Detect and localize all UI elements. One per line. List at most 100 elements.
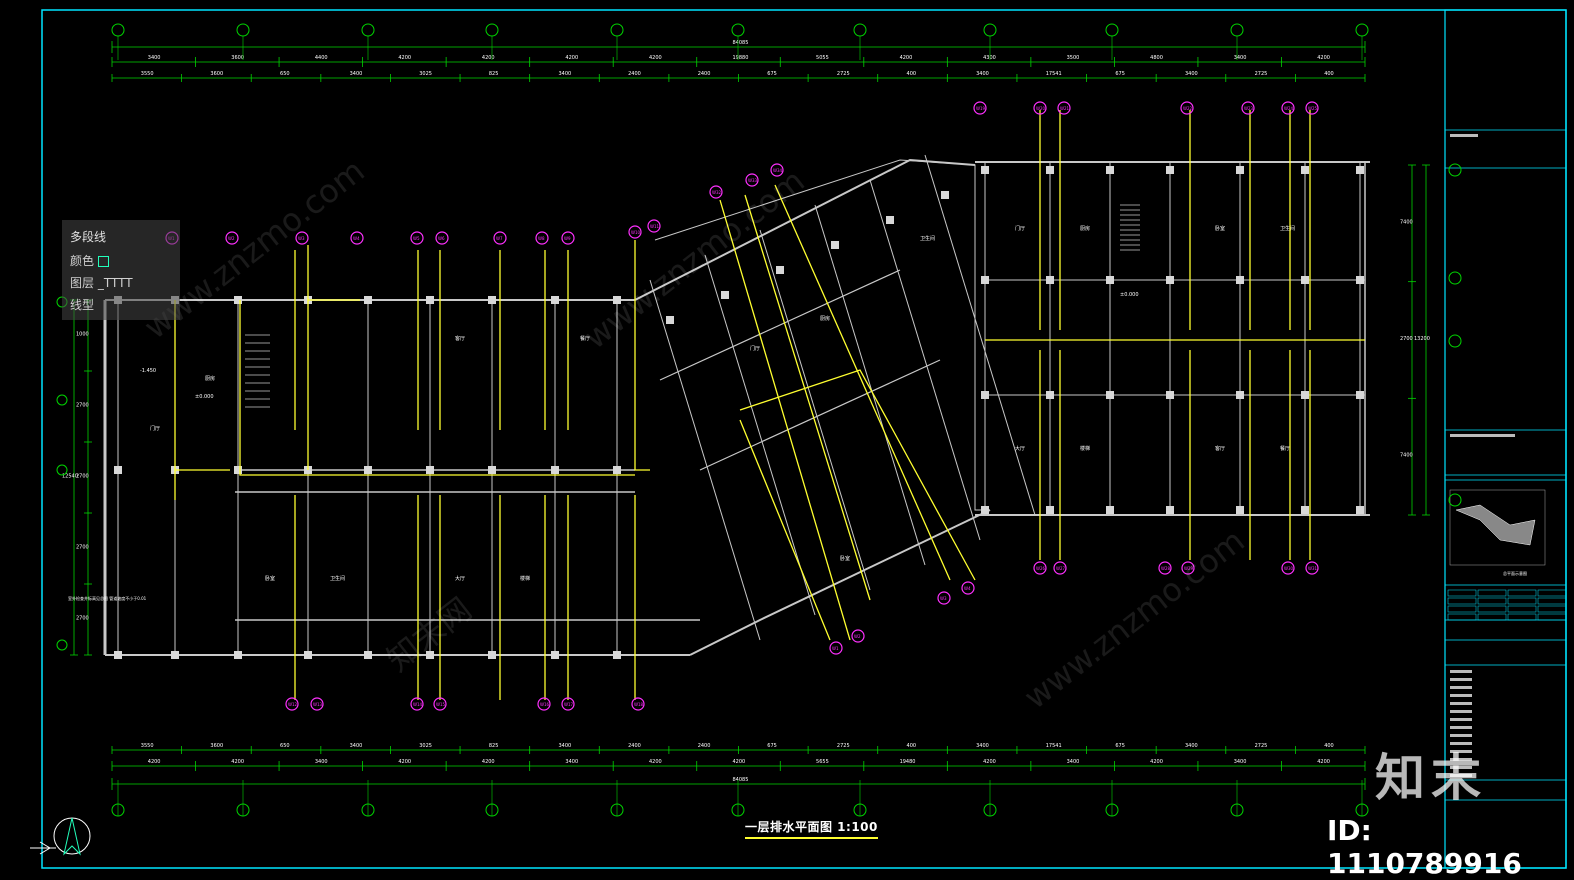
title-block-text: [1450, 718, 1472, 721]
label: 7400: [1400, 219, 1413, 225]
label: W27: [1056, 566, 1066, 571]
column: [1301, 276, 1309, 284]
wall: [759, 229, 871, 591]
wall: [814, 204, 926, 566]
label: 2725: [837, 71, 850, 77]
wall: [704, 254, 816, 616]
label: 400: [907, 743, 917, 749]
label: 3400: [976, 743, 989, 749]
label: W23: [1244, 106, 1254, 111]
label: 门厅: [150, 425, 160, 432]
column: [1356, 276, 1364, 284]
label: 4200: [649, 55, 662, 61]
label: W15: [436, 702, 446, 707]
wall: [869, 179, 981, 541]
label: 3400: [1185, 71, 1198, 77]
label: W29: [1184, 566, 1194, 571]
label: 3600: [231, 55, 244, 61]
label: 3400: [315, 759, 328, 765]
column: [1236, 391, 1244, 399]
pipe: [239, 300, 635, 476]
axis-bubble: [610, 23, 624, 37]
column: [364, 466, 372, 474]
label: W12: [288, 702, 298, 707]
label: 厨房: [205, 375, 215, 382]
label: 餐厅: [580, 335, 590, 342]
label: 13200: [1414, 336, 1430, 342]
label: 3025: [419, 743, 432, 749]
column: [488, 296, 496, 304]
label: 2700: [76, 474, 89, 480]
column: [666, 316, 674, 324]
label: 客厅: [455, 335, 465, 342]
pipe-bubble: [709, 185, 723, 199]
pipe: [739, 369, 976, 581]
label: 2725: [1255, 71, 1268, 77]
column: [613, 651, 621, 659]
pipe-bubble: [493, 231, 507, 245]
label: W21: [1060, 106, 1070, 111]
pipe-bubble: [647, 219, 661, 233]
column: [613, 296, 621, 304]
keyplan-icon: [1455, 504, 1536, 546]
title-block-text: [1450, 670, 1472, 673]
color-label: 颜色: [70, 254, 95, 268]
label: 4200: [231, 759, 244, 765]
pipe-bubble: [535, 231, 549, 245]
column: [234, 466, 242, 474]
axis-bubble: [236, 23, 250, 37]
label: W4: [353, 236, 360, 241]
label: 675: [767, 71, 777, 77]
column: [1046, 391, 1054, 399]
pipe-bubble: [1053, 561, 1067, 575]
label: W8: [538, 236, 545, 241]
label: 餐厅: [1280, 445, 1290, 452]
label: 厨房: [820, 315, 830, 322]
label: 19480: [900, 759, 916, 765]
label: W6: [438, 236, 445, 241]
label: 650: [280, 71, 290, 77]
pipe-bubble: [537, 697, 551, 711]
label: 3500: [1067, 55, 1080, 61]
label: 1000: [76, 332, 89, 338]
properties-tooltip: 多段线 颜色 图层 _TTTT 线型: [62, 220, 180, 320]
title-block-text: [1450, 734, 1472, 737]
label: 卧室: [840, 555, 850, 562]
label: 5055: [816, 55, 829, 61]
title-block-cell: [1447, 613, 1477, 621]
label: W31: [1308, 566, 1318, 571]
pipe-bubble: [829, 641, 843, 655]
label: W30: [1284, 566, 1294, 571]
pipe-bubble: [561, 697, 575, 711]
label: 4200: [649, 759, 662, 765]
axis-bubble: [731, 23, 745, 37]
outer-frame: [41, 9, 1567, 869]
pipe-bubble: [410, 697, 424, 711]
label: ±0.000: [1120, 292, 1139, 298]
title-block-cell: [1447, 597, 1477, 605]
column: [831, 241, 839, 249]
label: 675: [767, 743, 777, 749]
label: W34: [773, 168, 783, 173]
label: W4: [964, 586, 971, 591]
title-block-text: [1450, 742, 1472, 745]
column: [1046, 166, 1054, 174]
title-block-text: [1450, 726, 1472, 729]
wall: [649, 279, 761, 641]
title-block-text: [1450, 686, 1472, 689]
pipe-bubble: [225, 231, 239, 245]
pipe-bubble: [1281, 101, 1295, 115]
label: W2: [228, 236, 235, 241]
label: W7: [496, 236, 503, 241]
pipe-bubble: [937, 591, 951, 605]
label: 2700: [76, 545, 89, 551]
axis-bubble: [56, 394, 68, 406]
title-block-text: [1450, 134, 1478, 137]
label: 7400: [1400, 453, 1413, 459]
pipe-bubble: [1241, 101, 1255, 115]
title-block-text: [1450, 750, 1472, 753]
pipe-bubble: [628, 225, 642, 239]
column: [114, 651, 122, 659]
